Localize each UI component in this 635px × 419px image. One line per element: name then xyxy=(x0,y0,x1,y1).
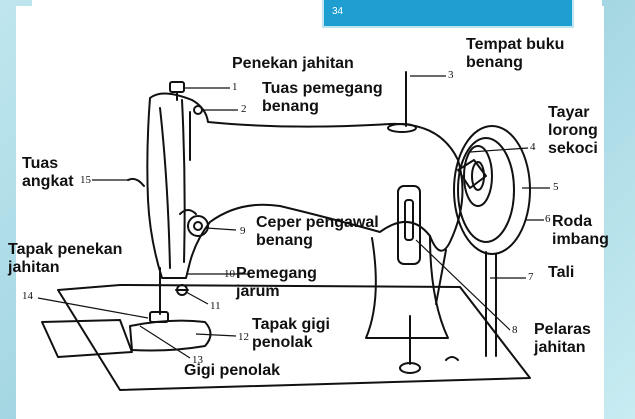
machine-arm xyxy=(146,92,464,279)
machine-pillar xyxy=(365,235,449,339)
balance-wheel xyxy=(453,125,531,255)
marker-15: 15 xyxy=(80,174,91,186)
label-tapak-gigi-penolak: Tapak gigi penolak xyxy=(252,316,330,351)
label-tempat-buku-benang: Tempat buku benang xyxy=(466,36,565,71)
label-tapak-penekan-jahitan: Tapak penekan jahitan xyxy=(8,241,123,276)
leader-lines xyxy=(37,75,550,359)
marker-5: 5 xyxy=(553,181,559,193)
marker-8: 8 xyxy=(512,324,518,336)
slide-plate xyxy=(41,319,133,358)
marker-12: 12 xyxy=(238,331,249,343)
marker-2: 2 xyxy=(241,103,247,115)
label-tuas-angkat: Tuas angkat xyxy=(22,155,74,190)
marker-6: 6 xyxy=(545,213,551,225)
marker-10: 10 xyxy=(224,268,235,280)
marker-1: 1 xyxy=(232,81,238,93)
label-tali: Tali xyxy=(548,264,575,281)
label-pelaras-jahitan: Pelaras jahitan xyxy=(534,321,591,356)
marker-11: 11 xyxy=(210,300,221,312)
marker-4: 4 xyxy=(530,141,536,153)
marker-14: 14 xyxy=(22,290,33,302)
label-roda-imbang: Roda imbang xyxy=(552,213,609,248)
label-pemegang-jarum: Pemegang jarum xyxy=(236,265,317,300)
page-number-tab: 34 xyxy=(322,0,574,28)
marker-7: 7 xyxy=(528,271,534,283)
label-tuas-pemegang-benang: Tuas pemegang benang xyxy=(262,80,383,115)
marker-13: 13 xyxy=(192,354,203,366)
label-ceper-pengawal-benang: Ceper pengawal benang xyxy=(256,214,379,249)
marker-3: 3 xyxy=(448,69,454,81)
label-gigi-penolak: Gigi penolak xyxy=(184,362,281,379)
page-number: 34 xyxy=(332,6,344,17)
marker-9: 9 xyxy=(240,225,246,237)
label-penekan-jahitan: Penekan jahitan xyxy=(232,55,354,72)
label-tayar-lorong-sekoci: Tayar lorong sekoci xyxy=(548,104,598,157)
